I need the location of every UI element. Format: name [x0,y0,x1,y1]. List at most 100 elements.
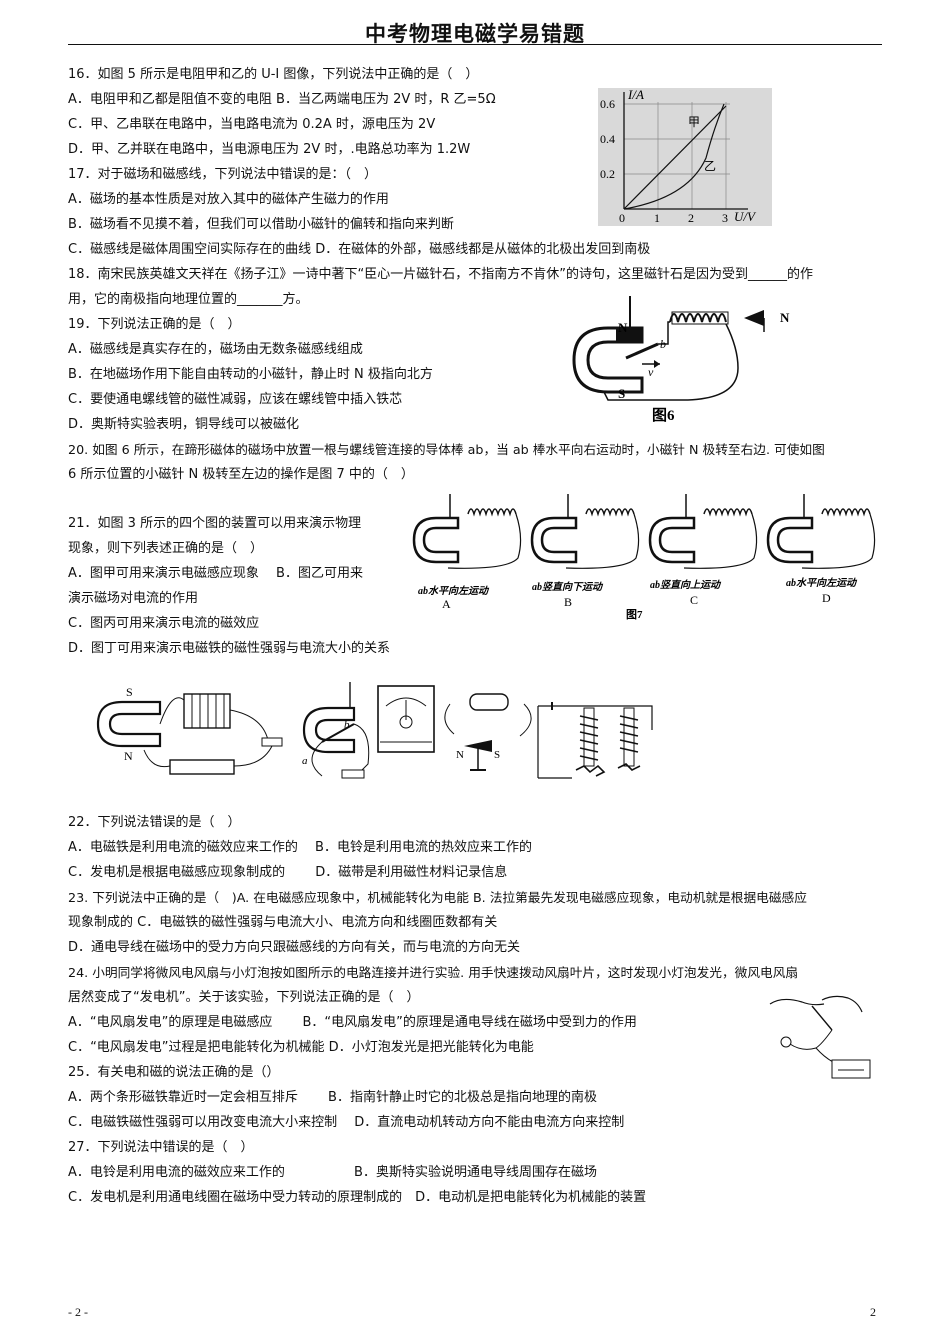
q21-option-d: D．图丁可用来演示电磁铁的磁性强弱与电流大小的关系 [68,641,391,656]
fig7-panel-d-letter: D [822,591,831,605]
q21-option-c: C．图丙可用来演示电流的磁效应 [68,616,260,631]
compass-needle-icon [744,310,764,326]
footer-page-left: - 2 - [68,1305,88,1319]
fig7-panel-b-motion: ab竖直向下运动 [532,581,604,593]
y-axis-label: I/A [627,88,644,102]
bulb-icon [780,1036,792,1048]
q17-option-a: A．磁场的基本性质是对放入其中的磁体产生磁力的作用 [68,192,389,207]
q25-stem: 25．有关电和磁的说法正确的是（） [68,1065,280,1080]
q18-line-1: 18．南宋民族英雄文天祥在《扬子江》一诗中著下“臣心一片磁针石，不指南方不肯休”… [68,267,814,282]
y-tick-label: 0.6 [600,97,615,111]
curve-label-yi: 乙 [704,159,716,173]
fig6-caption: 图6 [652,407,675,424]
q19-option-a: A．磁感线是真实存在的，磁场由无数条磁感线组成 [68,342,363,357]
q20-line-2: 6 所示位置的小磁针 N 极转至左边的操作是图 7 中的（ ） [68,467,414,482]
q27-stem: 27．下列说法中错误的是（ ） [68,1140,254,1155]
apparatus-bing [377,685,435,753]
graph-background [598,88,772,226]
page-title: 中考物理电磁学易错题 [365,22,585,46]
y-tick-label: 0.4 [600,132,615,146]
q17-stem: 17．对于磁场和磁感线，下列说法中错误的是：（ ） [68,167,378,182]
fan-shaft [811,1005,833,1031]
fig6-label: N [780,310,790,325]
curve-jia [623,105,727,210]
fan-bulb-figure [769,995,871,1079]
fig7-panel-c [648,494,758,569]
switch-icon [341,769,365,779]
conductor-ab [625,342,659,360]
q23-line-1: 23. 下列说法中正确的是（ )A. 在电磁感应现象中，机械能转化为电能 B. … [68,890,807,905]
ui-graph-figure: I/A U/V 0.6 0.4 0.2 0 1 2 3 甲 乙 [598,88,772,226]
arrow-head [654,360,660,368]
q22-option-cd: C．发电机是根据电磁感应现象制成的 D．磁带是利用磁性材料记录信息 [68,865,508,880]
magnet-north-pole [616,328,642,342]
q17-option-b: B．磁场看不见摸不着，但我们可以借助小磁针的偏转和指向来判断 [68,217,454,232]
rheostat-icon [169,759,235,775]
fig3-label: S [126,685,133,699]
q23-option-d: D．通电导线在磁场中的受力方向只跟磁感线的方向有关，而与电流的方向无关 [68,940,521,955]
figure-3: S N b a N S [96,682,653,779]
fig6-label: N [618,320,628,335]
q16-option-ab: A．电阻甲和乙都是阻值不变的电阻 B．当乙两端电压为 2V 时，R 乙=5Ω [68,92,496,107]
q21-line-2: 现象，则下列表述正确的是（ ） [68,541,264,556]
q22-stem: 22．下列说法错误的是（ ） [68,815,241,830]
x-tick-label: 2 [688,211,694,225]
q16-option-d: D．甲、乙并联在电路中，当电源电压为 2V 时，.电路总功率为 1.2W [68,142,471,157]
q16-option-c: C．甲、乙串联在电路中，当电路电流为 0.2A 时，源电压为 2V [68,117,436,132]
title-underline [68,44,882,45]
wire-to-coil [658,321,670,345]
q21-option-ab: A．图甲可用来演示电磁感应现象 B．图乙可用来 [68,566,363,581]
x-tick-label: 0 [619,211,625,225]
fig7-panel-a-motion: ab水平向左运动 [418,585,490,597]
q25-option-ab: A．两个条形磁铁靠近时一定会相互排斥 B．指南针静止时它的北极总是指向地理的南极 [68,1090,597,1105]
return-wire [603,323,739,401]
q27-option-cd: C．发电机是利用通电线圈在磁场中受力转动的原理制成的 D．电动机是把电能转化为机… [68,1190,647,1205]
fig7-panel-b [530,494,640,569]
y-tick-label: 0.2 [600,167,615,181]
q23-line-2: 现象制成的 C．电磁铁的磁性强弱与电流大小、电流方向和线圈匝数都有关 [68,915,498,930]
fig7-caption: 图7 [626,608,643,621]
footer-page-right: 2 [870,1305,876,1319]
figure-7: ab水平向左运动 A ab竖直向下运动 B ab竖直向上运动 C ab水平向左运… [412,494,876,621]
figure-6: N S b v N 图6 [572,296,790,424]
battery-icon [183,693,231,729]
switch-icon [261,737,283,747]
fig3-label: N [124,749,133,763]
solenoid-core [671,311,729,325]
apparatus-yi [302,682,370,779]
fig3-label: a [302,755,308,767]
fig3-label: S [494,749,500,761]
q24-option-cd: C．“电风扇发电”过程是把电能转化为机械能 D．小灯泡发光是把光能转化为电能 [68,1040,534,1055]
fig6-label: S [618,386,625,401]
fig7-panel-a-letter: A [442,597,451,611]
q16-stem: 16．如图 5 所示是电阻甲和乙的 U-I 图像，下列说法中正确的是（ ） [68,67,479,82]
x-tick-label: 3 [722,211,728,225]
fig7-panel-d [766,494,876,569]
solenoid-coil [669,313,727,323]
electromagnet-apparatus [537,702,653,779]
q27-option-ab: A．电铃是利用电流的磁效应来工作的 B．奥斯特实验说明通电导线周围存在磁场 [68,1165,597,1180]
q21-line-4: 演示磁场对电流的作用 [68,591,199,606]
compass-needle-icon [464,740,492,752]
q20-line-1: 20. 如图 6 所示，在蹄形磁体的磁场中放置一根与螺线管连接的导体棒 ab，当… [68,442,825,457]
fig7-panel-b-letter: B [564,595,572,609]
q22-option-ab: A．电磁铁是利用电流的磁效应来工作的 B．电铃是利用电流的热效应来工作的 [68,840,532,855]
fig7-panel-d-motion: ab水平向左运动 [786,577,858,589]
fig6-label: v [648,365,654,379]
fig7-panel-c-motion: ab竖直向上运动 [650,579,722,591]
horseshoe-magnet [572,326,644,394]
fan-base-icon [831,1059,871,1079]
x-tick-label: 1 [654,211,660,225]
q24-line-2: 居然变成了“发电机”。关于该实验，下列说法正确的是（ ） [68,990,420,1005]
q25-option-cd: C．电磁铁磁性强弱可以用改变电流大小来控制 D．直流电动机转动方向不能由电流方向… [68,1115,625,1130]
q19-stem: 19．下列说法正确的是（ ） [68,317,241,332]
q17-option-cd: C．磁感线是磁体周围空间实际存在的曲线 D．在磁体的外部，磁感线都是从磁体的北极… [68,242,651,257]
graph-grid [624,102,730,209]
curve-yi [623,103,725,210]
apparatus-jia [96,693,283,775]
q24-option-ab: A．“电风扇发电”的原理是电磁感应 B．“电风扇发电”的原理是通电导线在磁场中受… [68,1015,637,1030]
fig3-label: N [456,749,464,761]
q19-option-d: D．奥斯特实验表明，铜导线可以被磁化 [68,417,300,432]
fig6-label: b [660,337,666,351]
q24-line-1: 24. 小明同学将微风电风扇与小灯泡按如图所示的电路连接并进行实验. 用手快速拨… [68,965,799,980]
